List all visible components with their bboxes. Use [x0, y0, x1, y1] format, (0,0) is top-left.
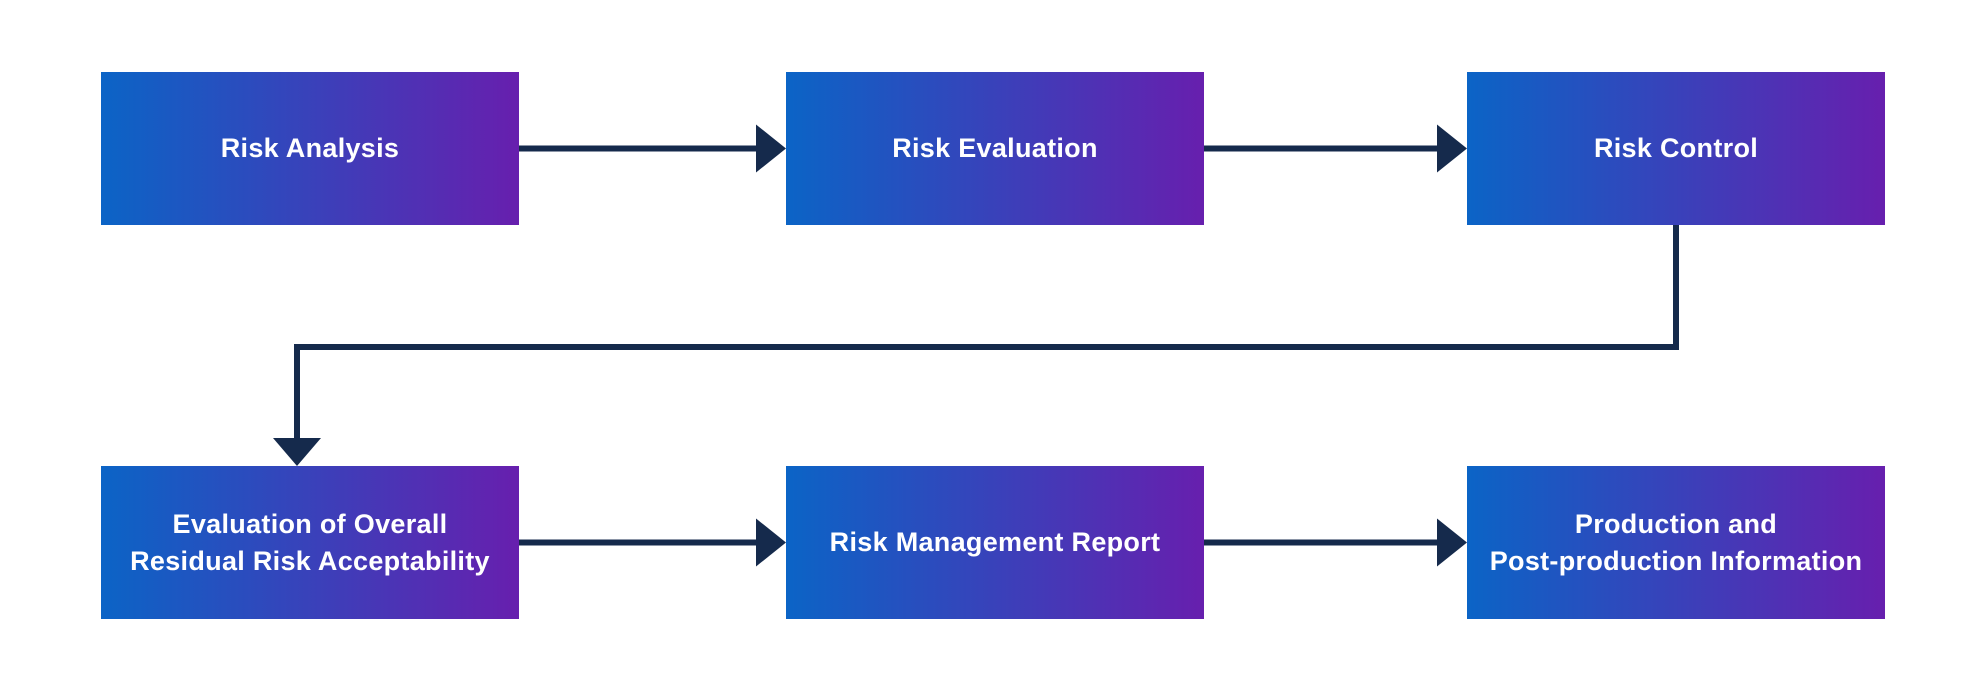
flow-box-risk-control: Risk Control	[1467, 72, 1885, 225]
arrowhead-right-icon	[1437, 518, 1467, 567]
flow-box-evaluation-of-overall-residual-risk-acceptability: Evaluation of Overall Residual Risk Acce…	[101, 466, 519, 619]
arrowhead-down-icon	[273, 438, 321, 466]
arrow-risk-analysis-to-risk-evaluation	[519, 124, 786, 173]
flow-box-label: Risk Evaluation	[892, 133, 1098, 163]
flow-box-risk-management-report: Risk Management Report	[786, 466, 1204, 619]
flow-box-risk-evaluation: Risk Evaluation	[786, 72, 1204, 225]
arrow-risk-management-report-to-production	[1204, 518, 1467, 567]
flow-box-label: Evaluation of Overall Residual Risk Acce…	[130, 508, 490, 576]
arrowhead-right-icon	[756, 124, 786, 173]
arrowhead-right-icon	[1437, 124, 1467, 173]
flow-box-production-and-post-production-information: Production and Post-production Informati…	[1467, 466, 1885, 619]
flow-box-label: Risk Control	[1593, 133, 1759, 163]
flow-box-label: Risk Analysis	[220, 133, 400, 163]
arrow-evaluation-to-risk-management-report	[519, 518, 786, 567]
flow-box-label: Production and Post-production Informati…	[1489, 508, 1863, 576]
flow-box-risk-analysis: Risk Analysis	[101, 72, 519, 225]
arrowhead-right-icon	[756, 518, 786, 567]
arrow-risk-evaluation-to-risk-control	[1204, 124, 1467, 173]
flow-box-label: Risk Management Report	[829, 527, 1161, 557]
arrow-elbow-line	[294, 225, 1679, 440]
arrow-risk-control-to-evaluation	[273, 225, 1679, 466]
